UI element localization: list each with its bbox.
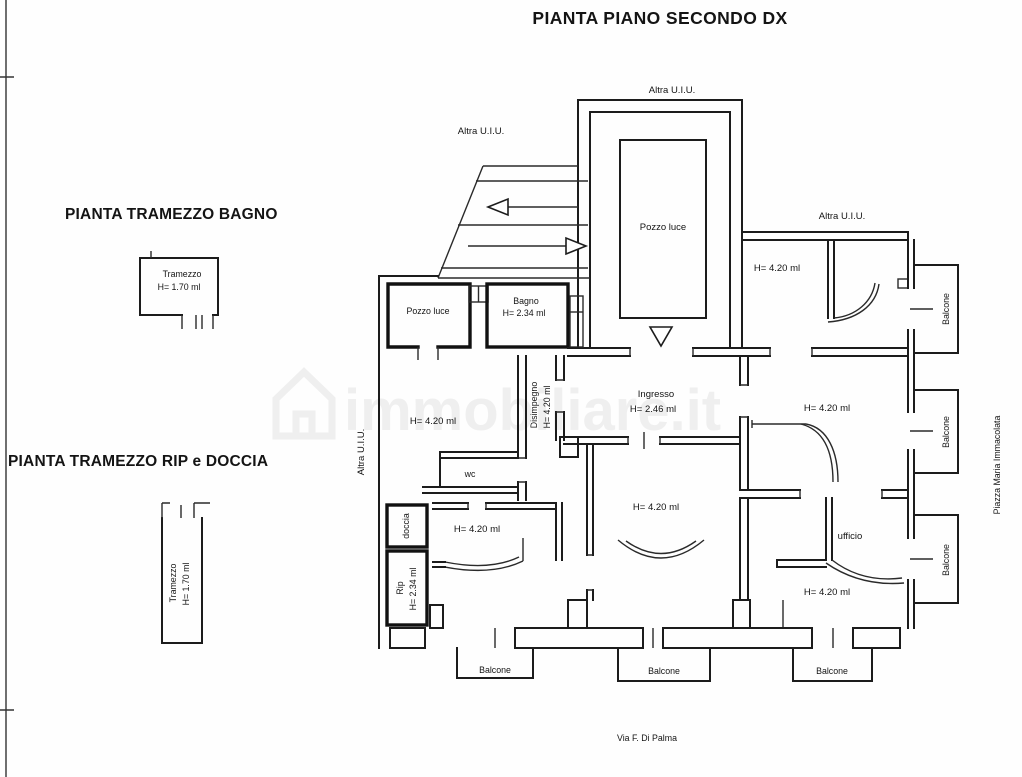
bottom-wall-balconies bbox=[389, 599, 901, 682]
label-altra-uiu-left: Altra U.I.U. bbox=[356, 429, 367, 475]
stairs-arrow-left-icon bbox=[485, 197, 509, 217]
inset-tramezzo-bagno: PIANTA TRAMEZZO BAGNO Tramezzo H= 1.70 m… bbox=[65, 206, 278, 329]
label-rip: Rip bbox=[395, 581, 405, 594]
balcony-bottom-center bbox=[617, 647, 711, 682]
label-altra-uiu-top: Altra U.I.U. bbox=[649, 85, 695, 96]
inset-tramezzo-rip-doccia: PIANTA TRAMEZZO RIP e DOCCIA Tramezzo H=… bbox=[8, 453, 268, 644]
label-altra-uiu-stairs: Altra U.I.U. bbox=[458, 126, 504, 137]
label-balcone-right-middle: Balcone bbox=[941, 416, 951, 448]
label-ingresso: Ingresso bbox=[638, 389, 674, 400]
label-via-di-palma: Via F. Di Palma bbox=[617, 733, 677, 743]
label-balcone-right-bottom: Balcone bbox=[941, 544, 951, 576]
inset-bagno-room-label: Tramezzo bbox=[163, 269, 202, 279]
plan-labels: Altra U.I.U. Altra U.I.U. Altra U.I.U. A… bbox=[356, 85, 1002, 743]
pozzo-luce-room-walls bbox=[386, 282, 472, 349]
label-h420-mid-right: H= 4.20 ml bbox=[804, 403, 850, 414]
inset-bagno-room-height: H= 1.70 ml bbox=[158, 282, 201, 292]
label-pozzo-luce-shaft: Pozzo luce bbox=[640, 222, 686, 233]
label-balcone-bottom-right: Balcone bbox=[816, 666, 848, 676]
label-bagno: Bagno bbox=[513, 296, 539, 306]
entrance-arrow-icon bbox=[648, 326, 674, 348]
balcony-right-bottom bbox=[934, 514, 959, 604]
bay-curve bbox=[617, 539, 705, 559]
balcony-right-middle bbox=[934, 389, 959, 474]
balcony-bottom-right bbox=[792, 647, 873, 682]
door-arc-top-right bbox=[827, 282, 880, 323]
ingresso-walls bbox=[559, 432, 741, 458]
watermark: immobiliare.it bbox=[272, 367, 721, 443]
stairs-arrow-right-icon bbox=[565, 236, 589, 256]
doccia-room-walls bbox=[385, 503, 429, 549]
inset-rip-title: PIANTA TRAMEZZO RIP e DOCCIA bbox=[8, 453, 268, 470]
page-title: PIANTA PIANO SECONDO DX bbox=[532, 8, 787, 28]
balcony-bottom-left bbox=[456, 647, 534, 679]
label-balcone-bottom-center: Balcone bbox=[648, 666, 680, 676]
left-wing-rooms bbox=[378, 275, 584, 649]
label-h420-center: H= 4.20 ml bbox=[633, 502, 679, 513]
rip-room-walls bbox=[385, 549, 429, 627]
label-balcone-right-top: Balcone bbox=[941, 293, 951, 325]
label-h420-top-right: H= 4.20 ml bbox=[754, 263, 800, 274]
label-h420-left-lower: H= 4.20 ml bbox=[454, 524, 500, 535]
balcony-right-top bbox=[934, 264, 959, 354]
bagno-room-walls bbox=[485, 282, 570, 349]
right-wing-walls bbox=[739, 231, 909, 628]
right-wall-balconies bbox=[907, 231, 959, 629]
pozzo-luce-shaft bbox=[619, 139, 707, 319]
watermark-text: immobiliare.it bbox=[344, 378, 721, 443]
door-arc-ufficio bbox=[825, 559, 905, 585]
stairs bbox=[437, 165, 590, 279]
label-h420-bottom-right: H= 4.20 ml bbox=[804, 587, 850, 598]
label-altra-uiu-right: Altra U.I.U. bbox=[819, 211, 865, 222]
label-bagno-height: H= 2.34 ml bbox=[503, 308, 546, 318]
lower-left-rooms bbox=[385, 502, 563, 627]
label-disimpegno: Disimpegno bbox=[529, 382, 539, 429]
watermark-house-icon bbox=[272, 367, 336, 440]
label-ingresso-height: H= 2.46 ml bbox=[630, 404, 676, 415]
label-rip-height: H= 2.34 ml bbox=[408, 568, 418, 611]
label-h420-left: H= 4.20 ml bbox=[410, 416, 456, 427]
central-room-walls bbox=[586, 443, 705, 601]
corridor-walls bbox=[517, 355, 565, 501]
label-disimpegno-height: H= 4.20 ml bbox=[542, 386, 552, 429]
label-balcone-bottom-left: Balcone bbox=[479, 665, 511, 675]
label-piazza-maria-immacolata: Piazza Maria Immacolata bbox=[992, 416, 1002, 515]
label-ufficio: ufficio bbox=[838, 531, 863, 542]
stairwell bbox=[577, 99, 743, 357]
inset-bagno-title: PIANTA TRAMEZZO BAGNO bbox=[65, 206, 278, 223]
inset-rip-room-label: Tramezzo bbox=[168, 564, 178, 603]
label-pozzo-luce-room: Pozzo luce bbox=[406, 306, 449, 316]
label-doccia: doccia bbox=[401, 513, 411, 539]
page-frame bbox=[0, 0, 14, 777]
inset-rip-room-height: H= 1.70 ml bbox=[181, 563, 191, 606]
wc-room-walls bbox=[422, 451, 519, 494]
label-wc: wc bbox=[464, 469, 476, 479]
door-arc-mid-right bbox=[800, 423, 839, 483]
